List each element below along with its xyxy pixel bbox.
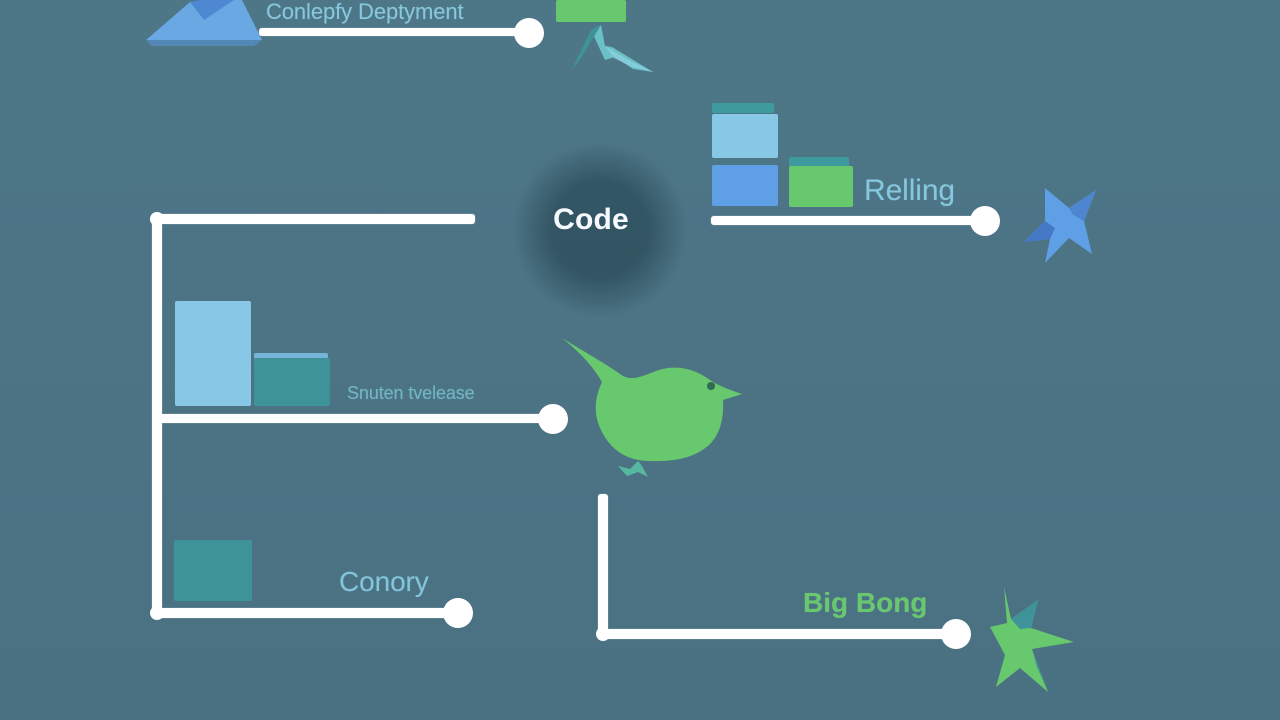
top-green-block [556, 0, 626, 22]
big-bang-label: Big Bong [803, 587, 928, 618]
bottom-left-teal-block [174, 540, 252, 601]
upper-right-stack-top-cap [712, 103, 774, 113]
upper-right-connector-line [711, 216, 987, 225]
bottom-left-endpoint-dot [443, 598, 473, 628]
green-burst-icon [990, 587, 1074, 692]
top-left-connector-line [259, 28, 529, 36]
bottom-left-joint [150, 606, 164, 620]
center-code-label: Code [553, 203, 629, 236]
upper-right-stack-bottom [712, 165, 778, 206]
upper-right-stack-top [712, 114, 778, 158]
middle-left-teal-cap [254, 353, 328, 359]
bottom-middle-endpoint-dot [941, 619, 971, 649]
upper-right-green-block [789, 166, 853, 207]
blue-star-icon [1024, 188, 1096, 263]
teal-fold-icon [571, 25, 654, 72]
middle-left-teal-block [254, 358, 330, 406]
rolling-label: Relling [864, 174, 956, 207]
blue-pyramid-icon [146, 0, 262, 46]
bottom-middle-vertical-line [598, 494, 608, 638]
upper-right-green-cap [789, 157, 849, 167]
shadow-release-label: Snuten tvelease [347, 383, 475, 403]
middle-left-connector-line [160, 414, 556, 423]
bottom-left-connector-line [152, 608, 458, 618]
upper-right-endpoint-dot [970, 206, 1000, 236]
green-bird-icon [562, 338, 742, 477]
middle-left-endpoint-dot [538, 404, 568, 434]
left-top-horizontal-line [151, 214, 475, 224]
middle-left-light-block [175, 301, 251, 406]
top-left-endpoint-dot [514, 18, 544, 48]
bottom-middle-joint [596, 627, 610, 641]
left-top-joint [150, 212, 164, 226]
bottom-middle-horizontal-line [598, 629, 958, 639]
canary-deployment-label: Conlepfy Deptyment [266, 0, 464, 24]
canary-label: Conory [339, 566, 429, 597]
left-vertical-spine [152, 214, 162, 618]
